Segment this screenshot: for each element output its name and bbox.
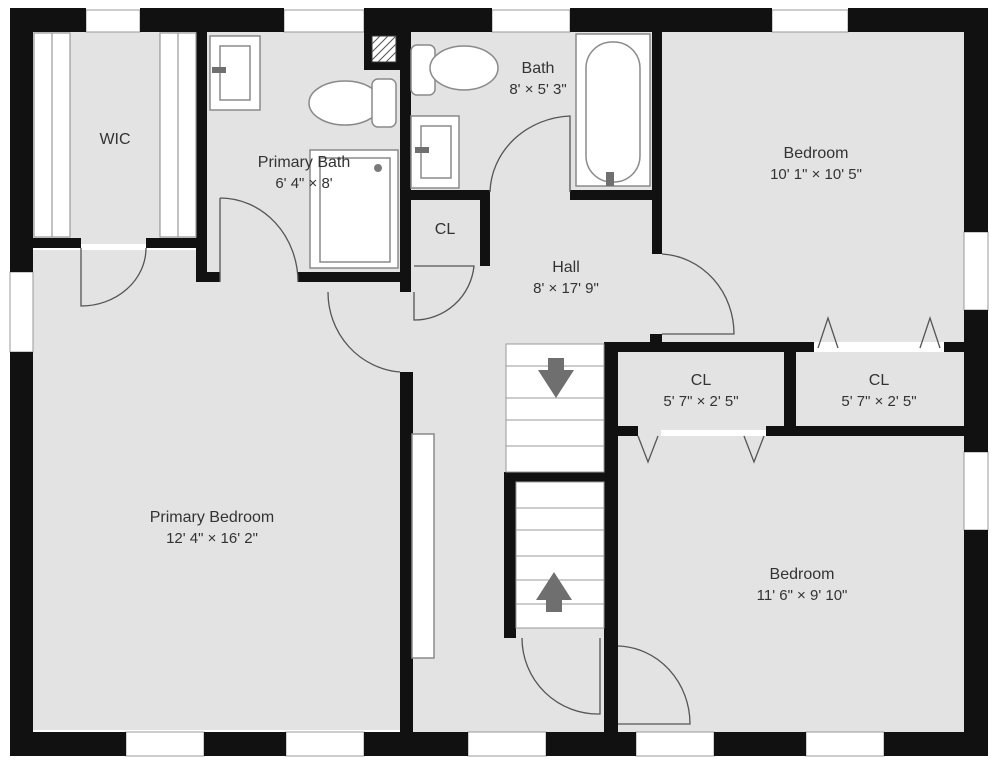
wall [480, 190, 490, 266]
floor-primary-bedroom [33, 250, 403, 730]
room-name-primary-bath: Primary Bath [258, 154, 350, 171]
wall [204, 732, 286, 756]
wall [884, 732, 988, 756]
wall [784, 342, 796, 436]
door-swing [521, 637, 601, 715]
door-swing [661, 253, 735, 335]
wall [196, 32, 207, 282]
wall [364, 732, 468, 756]
door-swing [327, 291, 401, 373]
wall [10, 352, 33, 756]
room-dims-cl-east: 5' 7" × 2' 5" [841, 393, 916, 410]
closet-door [743, 435, 765, 464]
closet-door [817, 315, 839, 349]
chimney [371, 35, 397, 63]
door-swing [413, 265, 475, 321]
wall [146, 238, 200, 248]
room-name-wic: WIC [99, 131, 130, 148]
wall [400, 372, 413, 732]
wall [33, 238, 81, 248]
wall [570, 8, 772, 32]
fixtures [209, 33, 651, 659]
door-swing [219, 197, 299, 283]
room-labels: WIC Primary Bath 6' 4" × 8' Bath 8' × 5'… [99, 60, 916, 604]
wall [504, 472, 614, 482]
room-name-bedroom-ne: Bedroom [784, 145, 849, 162]
sink [410, 115, 460, 189]
floor-bedroom-se [616, 436, 964, 732]
wall [604, 342, 814, 352]
floor-cl-east [794, 352, 964, 430]
wall [604, 342, 618, 638]
room-dims-primary-bath: 6' 4" × 8' [275, 175, 332, 192]
door-swing [617, 645, 691, 725]
room-name-cl-east: CL [869, 372, 890, 389]
wall [604, 426, 638, 436]
window [85, 9, 141, 33]
floor-bedroom-ne [660, 32, 964, 342]
room-name-cl-hall: CL [435, 221, 456, 238]
wall [196, 272, 220, 282]
window [963, 231, 989, 311]
window [283, 9, 365, 33]
room-name-bedroom-se: Bedroom [770, 566, 835, 583]
window [285, 731, 365, 757]
room-name-hall: Hall [552, 259, 580, 276]
wall [570, 190, 662, 200]
bathtub [575, 33, 651, 187]
room-dims-bath: 8' × 5' 3" [509, 81, 566, 98]
door-swing [489, 115, 571, 193]
window [491, 9, 571, 33]
room-dims-hall: 8' × 17' 9" [533, 280, 599, 297]
wall [10, 8, 33, 272]
radiator [411, 433, 435, 659]
window [963, 451, 989, 531]
wall [140, 8, 284, 32]
room-dims-bedroom-se: 11' 6" × 9' 10" [757, 587, 848, 604]
wall [964, 530, 988, 756]
wall [504, 472, 516, 638]
toilet [410, 44, 499, 96]
room-dims-cl-mid: 5' 7" × 2' 5" [663, 393, 738, 410]
room-name-cl-mid: CL [691, 372, 712, 389]
wall [546, 732, 636, 756]
wall [298, 272, 410, 282]
wall [652, 32, 662, 254]
window [771, 9, 849, 33]
wall [964, 8, 988, 232]
sink [209, 35, 261, 111]
room-dims-primary-bedroom: 12' 4" × 16' 2" [166, 530, 258, 547]
door-swings [80, 115, 941, 725]
shower [309, 149, 399, 269]
floor-cl-mid [616, 352, 784, 430]
wall [364, 8, 492, 32]
window [467, 731, 547, 757]
closet-door [919, 315, 941, 349]
room-dims-bedroom-ne: 10' 1" × 10' 5" [770, 166, 862, 183]
window [125, 731, 205, 757]
wall [650, 334, 662, 352]
window [805, 731, 885, 757]
door-swing [80, 247, 147, 307]
window [9, 271, 34, 353]
arrow-up-icon [536, 572, 572, 612]
wall [714, 732, 806, 756]
wall [944, 342, 966, 352]
wall [400, 190, 490, 200]
wic-shelves [33, 32, 197, 238]
room-name-bath: Bath [522, 60, 555, 77]
walls [10, 8, 988, 756]
closet-door [637, 435, 659, 464]
toilet [308, 78, 397, 128]
wall [10, 732, 126, 756]
wall [604, 638, 618, 732]
wall [766, 426, 966, 436]
wall [400, 32, 411, 292]
window [635, 731, 715, 757]
room-name-primary-bedroom: Primary Bedroom [150, 509, 274, 526]
wall [964, 310, 988, 452]
arrow-down-icon [538, 358, 574, 398]
